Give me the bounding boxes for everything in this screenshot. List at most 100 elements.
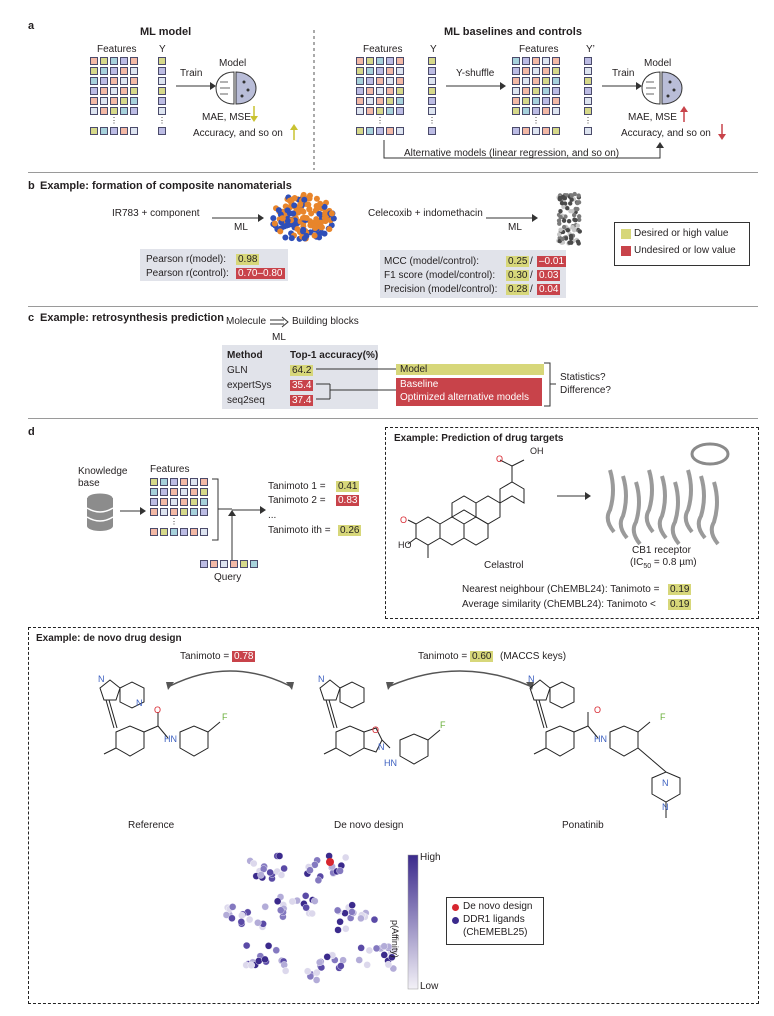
feature-cell bbox=[200, 478, 208, 486]
feature-cell bbox=[522, 57, 530, 65]
feature-cell bbox=[386, 57, 394, 65]
feature-cell bbox=[190, 518, 198, 526]
nanoparticle-atom bbox=[318, 224, 325, 231]
feature-cell bbox=[180, 478, 188, 486]
ref-atom-o: O bbox=[154, 705, 162, 715]
feature-cell bbox=[100, 97, 108, 105]
ref-atom-f: F bbox=[222, 712, 228, 722]
feature-cell bbox=[512, 77, 520, 85]
feature-cell bbox=[120, 127, 128, 135]
denovo-atom-n1: N bbox=[318, 674, 325, 684]
feature-cell: ⋮ bbox=[532, 116, 540, 125]
feature-cell bbox=[100, 77, 108, 85]
celecoxib-input: Celecoxib + indomethacin bbox=[368, 208, 483, 219]
nanoparticle-atom bbox=[271, 220, 278, 227]
de-novo-structure bbox=[319, 679, 441, 765]
protein-atom bbox=[568, 201, 573, 206]
celastrol-atom-o1: O bbox=[496, 454, 504, 464]
feature-cell bbox=[160, 498, 168, 506]
reference-structure bbox=[99, 679, 221, 757]
tanimoto-1-label: Tanimoto 1 = bbox=[268, 481, 326, 492]
ddr1-ligand-point bbox=[266, 868, 274, 877]
legend-ddr1-sub: (ChEMEBL25) bbox=[463, 927, 528, 938]
feature-cell bbox=[396, 97, 404, 105]
value-legend bbox=[614, 222, 750, 266]
ml-model-y-column: ⋮ bbox=[158, 57, 166, 135]
feature-cell bbox=[150, 478, 158, 486]
ddr1-ligand-point bbox=[348, 908, 356, 916]
ddr1-ligand-point bbox=[306, 866, 314, 874]
feature-cell bbox=[532, 57, 540, 65]
legend-ddr1-label: DDR1 ligands bbox=[463, 914, 525, 925]
ddr1-ligand-point bbox=[237, 918, 246, 926]
ddr1-ligand-point bbox=[337, 962, 345, 970]
feature-cell bbox=[376, 97, 384, 105]
down-arrow-yellow bbox=[250, 106, 258, 122]
feature-cell bbox=[90, 127, 98, 135]
receptor-helix bbox=[605, 469, 616, 534]
pearson-model-value: 0.98 bbox=[236, 254, 260, 265]
nearest-neighbour-value: 0.19 bbox=[668, 584, 692, 595]
feature-cell bbox=[110, 107, 118, 115]
label-model: Model bbox=[396, 364, 544, 375]
affinity-scatter bbox=[222, 852, 398, 984]
denovo-atom-f: F bbox=[440, 720, 446, 730]
feature-cell bbox=[522, 117, 530, 125]
query-cell bbox=[220, 560, 228, 568]
baselines-train-label: Train bbox=[612, 68, 635, 79]
y-cell bbox=[584, 97, 592, 105]
ic50-prefix: (IC bbox=[630, 557, 644, 568]
feature-cell bbox=[200, 528, 208, 536]
ddr1-ligand-point bbox=[250, 859, 258, 868]
feature-cell bbox=[552, 57, 560, 65]
feature-cell bbox=[100, 107, 108, 115]
protein-atom bbox=[576, 217, 582, 223]
d-features-label: Features bbox=[150, 464, 190, 475]
ddr1-ligand-point bbox=[333, 906, 342, 915]
y-cell bbox=[428, 87, 436, 95]
receptor-helix bbox=[709, 481, 720, 546]
mcc-slash: / bbox=[530, 256, 533, 267]
y-cell bbox=[428, 97, 436, 105]
feature-cell bbox=[90, 77, 98, 85]
ddr1-ligand-point bbox=[314, 876, 323, 884]
y-cell bbox=[158, 97, 166, 105]
feature-cell bbox=[120, 97, 128, 105]
row-expertsys-method: expertSys bbox=[227, 380, 272, 391]
feature-cell: ⋮ bbox=[376, 116, 384, 125]
pearson-model-label: Pearson r(model): bbox=[146, 254, 227, 265]
y-cell bbox=[428, 77, 436, 85]
feature-cell bbox=[542, 107, 550, 115]
feature-cell bbox=[160, 508, 168, 516]
ddr1-ligand-point bbox=[273, 897, 282, 905]
retro-bracket bbox=[544, 362, 556, 407]
ddr1-ligand-point bbox=[311, 897, 319, 905]
shuffled-feature-matrix: ⋮ bbox=[512, 57, 560, 135]
ddr1-ligand-point bbox=[255, 957, 263, 965]
database-icon bbox=[86, 492, 114, 531]
baselines-title: ML baselines and controls bbox=[444, 26, 582, 38]
protein-atom bbox=[558, 214, 563, 220]
query-cell bbox=[200, 560, 208, 568]
protein-atom bbox=[570, 208, 575, 214]
feature-cell bbox=[522, 107, 530, 115]
retro-ml: ML bbox=[272, 332, 286, 343]
receptor-helix bbox=[696, 475, 707, 540]
feature-cell bbox=[90, 57, 98, 65]
protein-structure-image bbox=[556, 191, 583, 246]
feature-cell bbox=[552, 127, 560, 135]
nanoparticle-atom bbox=[321, 203, 328, 210]
ddr1-ligand-point bbox=[303, 967, 312, 975]
ddr1-ligand-point bbox=[341, 909, 349, 917]
query-features bbox=[200, 560, 258, 568]
nanoparticle-atom bbox=[282, 234, 289, 241]
baselines-features2-label: Features bbox=[519, 44, 559, 55]
protein-atom bbox=[569, 193, 574, 198]
feature-cell bbox=[386, 77, 394, 85]
y-shuffle-label: Y-shuffle bbox=[456, 68, 495, 79]
celastrol-atom-ho: HO bbox=[398, 540, 412, 550]
receptor-helix bbox=[657, 475, 668, 540]
ddr1-ligand-point bbox=[380, 951, 388, 959]
feature-cell bbox=[542, 117, 550, 125]
up-arrow-red bbox=[680, 106, 688, 122]
